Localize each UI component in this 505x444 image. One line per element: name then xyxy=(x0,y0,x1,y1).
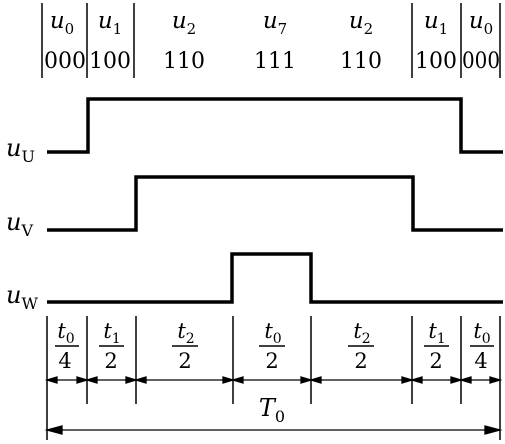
duration-1: t1 2 xyxy=(99,319,124,373)
svg-text:t1: t1 xyxy=(103,319,120,347)
header-vector-labels: u0 u1 u2 u7 u2 u1 u0 xyxy=(50,8,493,38)
seg-0-code: 000 xyxy=(44,49,86,74)
duration-labels: t0 4 t1 2 t2 2 t0 2 t2 2 t1 2 xyxy=(55,319,494,373)
svg-text:2: 2 xyxy=(354,349,367,373)
seg-3-code: 111 xyxy=(254,49,296,74)
signal-label-u: uU xyxy=(6,134,35,166)
svg-text:4: 4 xyxy=(474,349,487,373)
svg-text:t2: t2 xyxy=(353,319,370,347)
seg-6-vector: u0 xyxy=(469,8,493,38)
svg-text:2: 2 xyxy=(104,349,117,373)
seg-2-vector: u2 xyxy=(172,8,196,38)
segment-arrows xyxy=(44,376,503,384)
waveform-u xyxy=(47,97,503,154)
seg-0-vector: u0 xyxy=(50,8,74,38)
duration-2: t2 2 xyxy=(172,319,198,373)
seg-1-code: 100 xyxy=(89,49,131,74)
seg-4-code: 110 xyxy=(340,49,382,74)
duration-0: t0 4 xyxy=(55,319,79,373)
svg-text:t0: t0 xyxy=(264,319,281,347)
header-code-labels: 000 100 110 111 110 100 000 xyxy=(44,49,500,74)
seg-4-vector: u2 xyxy=(349,8,373,38)
seg-5-code: 100 xyxy=(415,49,457,74)
seg-6-code: 000 xyxy=(462,49,500,74)
svg-text:2: 2 xyxy=(265,349,278,373)
svg-text:t2: t2 xyxy=(177,319,194,347)
svg-text:2: 2 xyxy=(429,349,442,373)
duration-5: t1 2 xyxy=(424,319,449,373)
seg-5-vector: u1 xyxy=(424,8,448,38)
waveform-v xyxy=(47,175,503,232)
svg-text:2: 2 xyxy=(178,349,191,373)
svg-text:t0: t0 xyxy=(57,319,74,347)
duration-4: t2 2 xyxy=(348,319,374,373)
timing-dividers xyxy=(46,316,501,440)
period-label: T0 xyxy=(259,394,285,426)
period-arrow xyxy=(44,425,503,435)
seg-2-code: 110 xyxy=(163,49,205,74)
waveform-w xyxy=(47,252,503,304)
seg-3-vector: u7 xyxy=(263,8,287,38)
svg-text:4: 4 xyxy=(58,349,71,373)
header-dividers xyxy=(41,3,501,78)
signal-label-v: uV xyxy=(6,208,33,240)
duration-6: t0 4 xyxy=(470,319,494,373)
seg-1-vector: u1 xyxy=(98,8,122,38)
signal-label-w: uW xyxy=(6,281,38,313)
waveforms xyxy=(47,97,503,304)
duration-3: t0 2 xyxy=(259,319,285,373)
svg-text:t0: t0 xyxy=(473,319,490,347)
svg-text:t1: t1 xyxy=(428,319,445,347)
signal-labels: uU uV uW xyxy=(6,134,38,313)
